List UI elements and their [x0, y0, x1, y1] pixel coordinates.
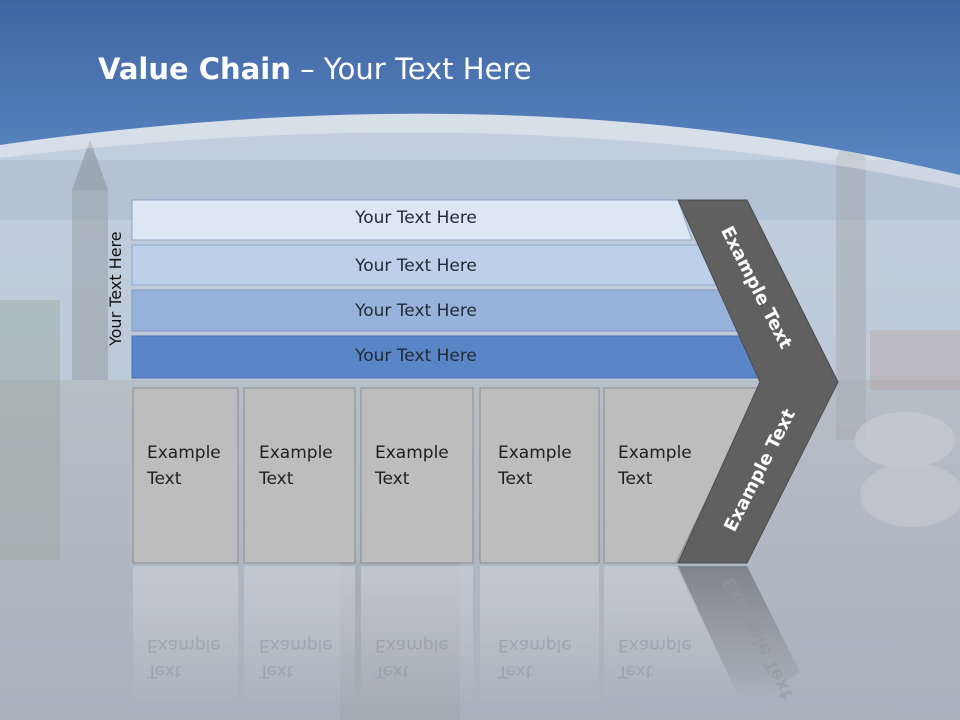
box-4-reflection-line2: Text: [498, 661, 533, 681]
slide-title-rest: – Your Text Here: [290, 52, 532, 86]
box-4-reflection-line1: Example: [498, 635, 572, 655]
box-3-reflection-line2: Text: [375, 661, 410, 681]
box-2-reflection-line1: Example: [259, 635, 333, 655]
side-label: Your Text Here: [106, 231, 125, 346]
box-2-shape: [243, 387, 356, 564]
bar-2-label: Your Text Here: [355, 256, 477, 276]
box-4-text: Example Text: [498, 440, 608, 492]
bar-1-label: Your Text Here: [355, 208, 477, 228]
box-2-reflection-line2: Text: [259, 661, 294, 681]
box-3-reflection: Text Example: [375, 632, 485, 684]
box-2-line2: Text: [259, 469, 294, 489]
chevron-shape: [677, 199, 839, 564]
box-3-text: Example Text: [375, 440, 485, 492]
header-band: [0, 0, 960, 175]
slide-title-bold: Value Chain: [98, 52, 291, 86]
box-2-reflection: Text Example: [259, 632, 369, 684]
slide-title: Value Chain – Your Text Here: [98, 52, 532, 86]
box-1-reflection: Text Example: [147, 632, 257, 684]
box-5-line1: Example: [618, 443, 692, 463]
bar-3-label: Your Text Here: [355, 301, 477, 321]
box-1-line2: Text: [147, 469, 182, 489]
box-4-line2: Text: [498, 469, 533, 489]
box-1-reflection-line1: Example: [147, 635, 221, 655]
box-2-line1: Example: [259, 443, 333, 463]
box-4-shape: [479, 387, 600, 564]
box-3-reflection-line1: Example: [375, 635, 449, 655]
box-5-reflection: Text Example: [618, 632, 728, 684]
box-2-text: Example Text: [259, 440, 369, 492]
bar-4-label: Your Text Here: [355, 346, 477, 366]
box-5-text: Example Text: [618, 440, 728, 492]
box-1-shape: [132, 387, 239, 564]
box-3-line2: Text: [375, 469, 410, 489]
box-5-line2: Text: [618, 469, 653, 489]
box-1-line1: Example: [147, 443, 221, 463]
box-4-reflection: Text Example: [498, 632, 608, 684]
box-1-text: Example Text: [147, 440, 257, 492]
box-3-line1: Example: [375, 443, 449, 463]
box-3-shape: [360, 387, 474, 564]
box-5-shape: [603, 387, 761, 564]
box-5-reflection-line1: Example: [618, 635, 692, 655]
box-1-reflection-line2: Text: [147, 661, 182, 681]
box-5-reflection-line2: Text: [618, 661, 653, 681]
bar-1-shape: [131, 199, 693, 241]
box-4-line1: Example: [498, 443, 572, 463]
